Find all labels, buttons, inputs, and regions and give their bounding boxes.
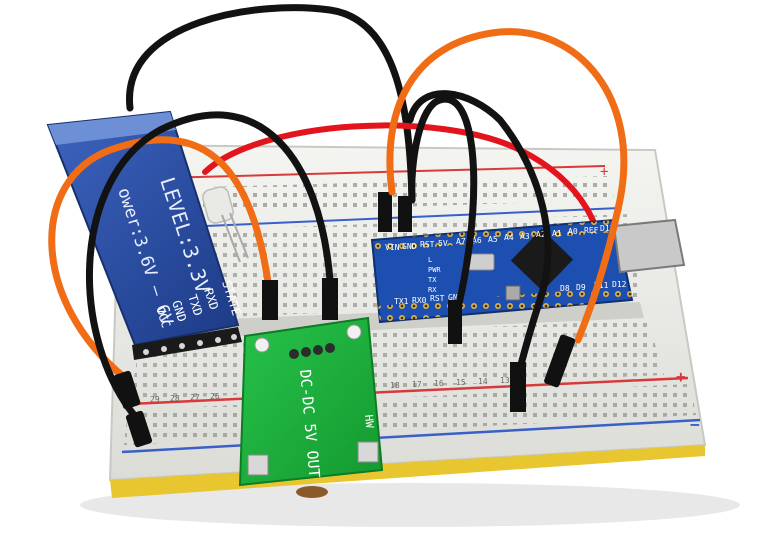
dcdc-solder-pad [357, 441, 379, 463]
row-number: 15 [456, 378, 466, 387]
row-number: 18 [390, 381, 400, 390]
wire-plug [398, 196, 412, 232]
nano-led-label: PWR [428, 266, 441, 274]
bt-pin-label: VCC [153, 305, 173, 330]
nano-pin-label: A3 [520, 232, 530, 241]
bt-pin-header [132, 327, 242, 360]
wire-orange-right [386, 28, 628, 344]
nano-pin-label: A2 [536, 230, 546, 239]
nano-pin-label: A6 [472, 236, 482, 245]
nano-pin-label: A7 [456, 237, 466, 246]
nano-mcu-chip [510, 228, 574, 292]
bottom-rail-plus: + [676, 367, 686, 386]
bottom-rail-blue [121, 418, 701, 454]
nano-led-label: RX [428, 286, 437, 294]
dcdc-module: DC-DC 5V OUT HW [238, 316, 384, 498]
nano-pin-label: RX0 [412, 296, 427, 305]
wire-black-middle [408, 95, 478, 324]
bt-pin-label: TXD [185, 293, 205, 318]
nano-pin-label: RST [430, 294, 445, 303]
nano-pin-label: D13 [600, 224, 615, 233]
wire-plug [322, 278, 338, 320]
wire-black-right [406, 90, 552, 372]
nano-pin-label: A0 [568, 227, 578, 236]
dcdc-pcb [238, 316, 384, 487]
dcdc-pads [289, 343, 335, 359]
nano-pin-label: A4 [504, 233, 514, 242]
row-number: 26 [210, 392, 220, 401]
dcdc-inductor [296, 486, 328, 498]
nano-bottom-header [378, 286, 633, 322]
led-leg [221, 214, 241, 263]
wire-plug [544, 334, 576, 388]
bottom-rail-minus: − [690, 415, 700, 434]
nano-pin-label: TX1 [394, 297, 409, 306]
row-number: 27 [190, 393, 200, 402]
bt-pin-label: GND [169, 299, 189, 324]
breadboard-adhesive-edge [110, 445, 705, 498]
nano-reset-button [505, 285, 521, 301]
wire-plug [262, 280, 278, 320]
bottom-rail-red [129, 376, 689, 406]
row-number: 16 [434, 379, 444, 388]
nano-led-labels: L PWR TX RX [428, 256, 441, 294]
bt-module-top-edge [48, 112, 176, 145]
nano-pin-label: GND [402, 242, 417, 251]
nano-pin-label: 5V [438, 239, 448, 248]
bt-pins [143, 334, 237, 355]
wire-plug [113, 370, 141, 410]
row-number: 28 [170, 394, 180, 403]
bt-pin-label: RXD [201, 287, 221, 312]
nano-led-label: TX [428, 276, 437, 284]
nano-pin-label: D12 [612, 280, 627, 289]
dcdc-mount-hole [346, 324, 362, 340]
wire-plug [125, 410, 153, 448]
nano-pin-label: REF [584, 226, 599, 235]
arduino-nano: VIN GND RST 5V A7 A6 A5 A4 A3 A2 A1 A0 R… [370, 218, 686, 324]
bluetooth-module: LEVEL:3.3V ower:3.6V — 6V STATE RXD TXD … [46, 110, 249, 360]
led-component [202, 186, 234, 224]
top-rail-plus: + [600, 164, 608, 180]
nano-top-labels: VIN GND RST 5V A7 A6 A5 A4 A3 A2 A1 A0 R… [385, 224, 615, 252]
row-number: 14 [478, 377, 488, 386]
nano-pin-label: A5 [488, 235, 498, 244]
wire-plug [378, 192, 392, 232]
row-number: 29 [150, 395, 160, 404]
nano-usb-connector [612, 218, 686, 274]
dcdc-mount-hole [254, 337, 270, 353]
nano-pin-label: GND [448, 293, 463, 302]
nano-pin-label: VIN [385, 243, 400, 252]
nano-pin-label: RST [420, 240, 435, 249]
breadboard-row-numbers: 29 28 27 26 18 17 16 15 14 13 [150, 376, 510, 404]
wire-orange-left [48, 136, 272, 382]
nano-top-header [372, 220, 616, 252]
dcdc-brand-label: HW [362, 414, 376, 429]
row-number: 17 [412, 380, 422, 389]
nano-led-label: L [428, 256, 432, 264]
nano-pin-label: D8 [560, 284, 570, 293]
led-leg [229, 212, 249, 259]
wire-black-left [86, 111, 334, 424]
nano-pin-label: D9 [576, 283, 586, 292]
dcdc-solder-pad [247, 454, 269, 476]
row-number: 13 [500, 376, 510, 385]
nano-pin-label: A1 [552, 229, 562, 238]
wire-plug [448, 300, 462, 344]
wire-plug [510, 362, 526, 412]
board-shadow [80, 483, 740, 527]
wire-black-top [126, 4, 416, 204]
